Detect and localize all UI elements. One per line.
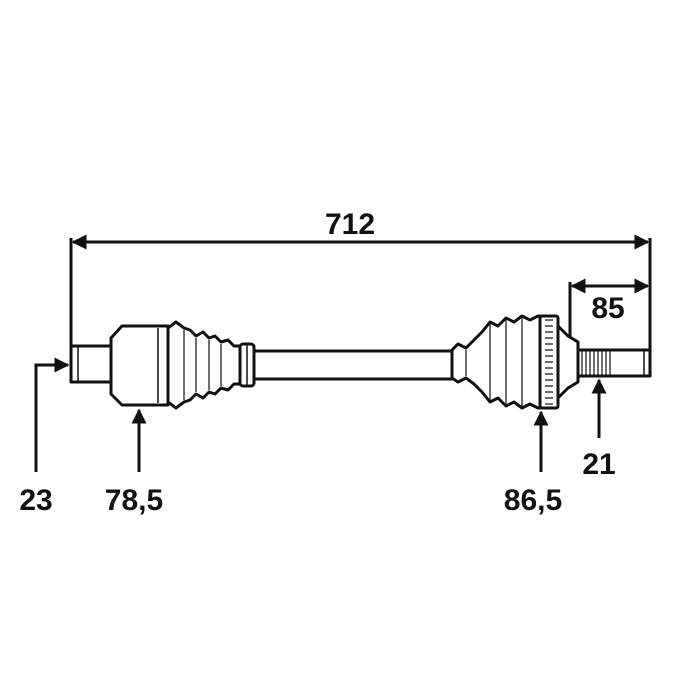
overall-length-label: 712 xyxy=(325,208,375,241)
leader-outer-spline: 21 xyxy=(582,378,616,481)
leader-outer-joint: 86,5 xyxy=(504,410,562,517)
outer-boot xyxy=(450,314,542,410)
outer-joint-neck xyxy=(556,324,580,400)
spline-length-dimension: 85 xyxy=(568,278,650,340)
inner-boot xyxy=(166,320,242,410)
spline-length-label: 85 xyxy=(591,292,624,325)
spline-teeth xyxy=(581,350,611,376)
abs-ring-teeth xyxy=(545,319,553,405)
leader-inner-joint: 78,5 xyxy=(105,408,163,517)
leader-inner-stub: 23 xyxy=(19,357,70,517)
inner-joint-diameter-label: 78,5 xyxy=(105,484,163,517)
overall-length-dimension: 712 xyxy=(69,208,652,350)
inner-stub-shaft xyxy=(69,344,113,384)
outer-spline-shaft xyxy=(576,348,652,378)
main-shaft xyxy=(252,349,454,381)
outer-spline-diameter-label: 21 xyxy=(582,448,615,481)
outer-joint-diameter-label: 86,5 xyxy=(504,484,562,517)
inner-joint-housing xyxy=(109,324,170,407)
inner-stub-diameter-label: 23 xyxy=(19,484,52,517)
